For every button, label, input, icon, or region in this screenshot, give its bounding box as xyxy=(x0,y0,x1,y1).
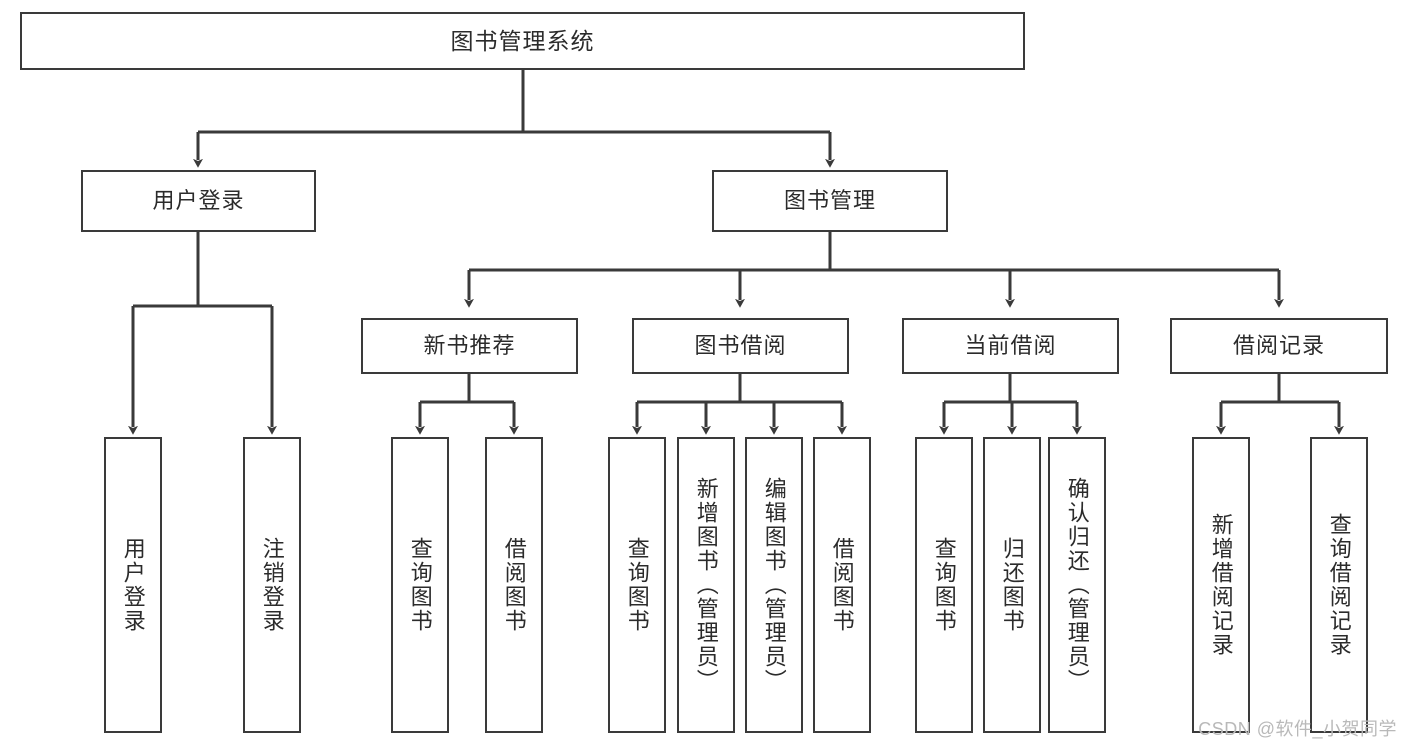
leaf-user-login[interactable]: 用户登录 xyxy=(104,437,162,733)
node-current-borrow-label: 当前借阅 xyxy=(964,333,1057,358)
leaf-current-query-book-label: 查询图书 xyxy=(931,537,957,633)
node-book-borrow[interactable]: 图书借阅 xyxy=(632,318,849,374)
node-borrow-record-label: 借阅记录 xyxy=(1232,333,1325,358)
leaf-record-add-borrow-record-label: 新增借阅记录 xyxy=(1208,513,1234,657)
leaf-borrow-do-borrow-book[interactable]: 借阅图书 xyxy=(813,437,871,733)
leaf-borrow-add-book-admin[interactable]: 新增图书（管理员） xyxy=(677,437,735,733)
leaf-user-login-label: 用户登录 xyxy=(120,537,146,633)
node-root[interactable]: 图书管理系统 xyxy=(20,12,1025,70)
leaf-current-return-book-label: 归还图书 xyxy=(999,537,1025,633)
node-user-login-label: 用户登录 xyxy=(152,188,245,213)
node-book-borrow-label: 图书借阅 xyxy=(694,333,787,358)
leaf-user-logout[interactable]: 注销登录 xyxy=(243,437,301,733)
leaf-record-query-borrow-record[interactable]: 查询借阅记录 xyxy=(1310,437,1368,733)
leaf-recommend-query-book[interactable]: 查询图书 xyxy=(391,437,449,733)
leaf-recommend-borrow-book[interactable]: 借阅图书 xyxy=(485,437,543,733)
node-new-book-recommend-label: 新书推荐 xyxy=(423,333,516,358)
leaf-recommend-query-book-label: 查询图书 xyxy=(407,537,433,633)
leaf-current-return-book[interactable]: 归还图书 xyxy=(983,437,1041,733)
leaf-user-logout-label: 注销登录 xyxy=(259,537,285,633)
node-root-label: 图书管理系统 xyxy=(450,27,595,54)
leaf-current-query-book[interactable]: 查询图书 xyxy=(915,437,973,733)
node-new-book-recommend[interactable]: 新书推荐 xyxy=(361,318,578,374)
leaf-borrow-query-book-label: 查询图书 xyxy=(624,537,650,633)
leaf-current-confirm-return-admin-label: 确认归还（管理员） xyxy=(1064,477,1090,693)
node-book-manage-label: 图书管理 xyxy=(783,188,876,213)
leaf-borrow-query-book[interactable]: 查询图书 xyxy=(608,437,666,733)
leaf-recommend-borrow-book-label: 借阅图书 xyxy=(501,537,527,633)
leaf-borrow-add-book-admin-label: 新增图书（管理员） xyxy=(693,477,719,693)
node-book-manage[interactable]: 图书管理 xyxy=(712,170,948,232)
leaf-borrow-do-borrow-book-label: 借阅图书 xyxy=(829,537,855,633)
leaf-record-query-borrow-record-label: 查询借阅记录 xyxy=(1326,513,1352,657)
leaf-record-add-borrow-record[interactable]: 新增借阅记录 xyxy=(1192,437,1250,733)
node-user-login[interactable]: 用户登录 xyxy=(81,170,316,232)
node-current-borrow[interactable]: 当前借阅 xyxy=(902,318,1119,374)
node-borrow-record[interactable]: 借阅记录 xyxy=(1170,318,1388,374)
watermark-csdn: CSDN @软件_小贺同学 xyxy=(1198,719,1397,739)
leaf-borrow-edit-book-admin[interactable]: 编辑图书（管理员） xyxy=(745,437,803,733)
leaf-current-confirm-return-admin[interactable]: 确认归还（管理员） xyxy=(1048,437,1106,733)
leaf-borrow-edit-book-admin-label: 编辑图书（管理员） xyxy=(761,477,787,693)
